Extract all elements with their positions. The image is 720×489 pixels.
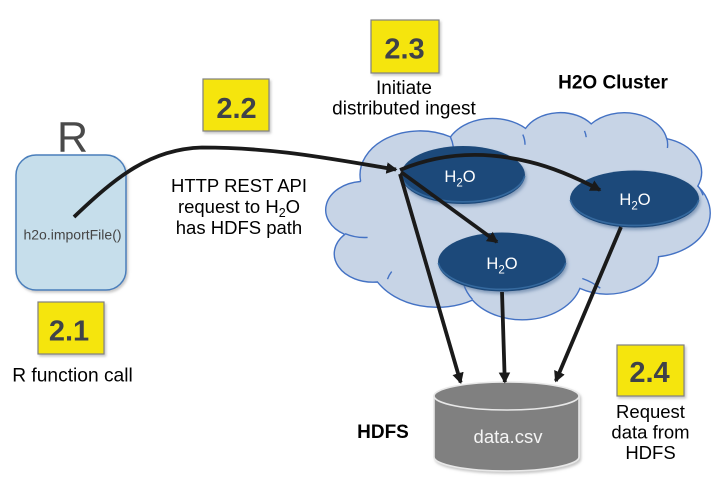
svg-text:Initiate: Initiate — [376, 78, 432, 99]
svg-text:distributed ingest: distributed ingest — [332, 99, 476, 120]
svg-text:data from: data from — [611, 421, 689, 442]
svg-text:HDFS: HDFS — [357, 422, 409, 443]
svg-text:Request: Request — [616, 401, 685, 422]
svg-text:h2o.importFile(): h2o.importFile() — [23, 227, 121, 243]
svg-text:R function call: R function call — [12, 366, 133, 387]
svg-text:data.csv: data.csv — [474, 426, 544, 447]
svg-text:H2O: H2O — [444, 168, 475, 190]
svg-text:2.2: 2.2 — [216, 93, 256, 125]
svg-text:HTTP REST API: HTTP REST API — [171, 175, 307, 196]
svg-text:HDFS: HDFS — [625, 442, 675, 463]
svg-text:has HDFS path: has HDFS path — [176, 217, 302, 238]
svg-text:H2O: H2O — [619, 191, 650, 213]
svg-text:2.4: 2.4 — [629, 357, 669, 389]
svg-text:H2O: H2O — [486, 255, 517, 277]
svg-text:R: R — [57, 114, 88, 162]
svg-text:H2O Cluster: H2O Cluster — [558, 73, 668, 94]
svg-text:2.1: 2.1 — [49, 315, 89, 347]
svg-text:2.3: 2.3 — [384, 33, 424, 65]
